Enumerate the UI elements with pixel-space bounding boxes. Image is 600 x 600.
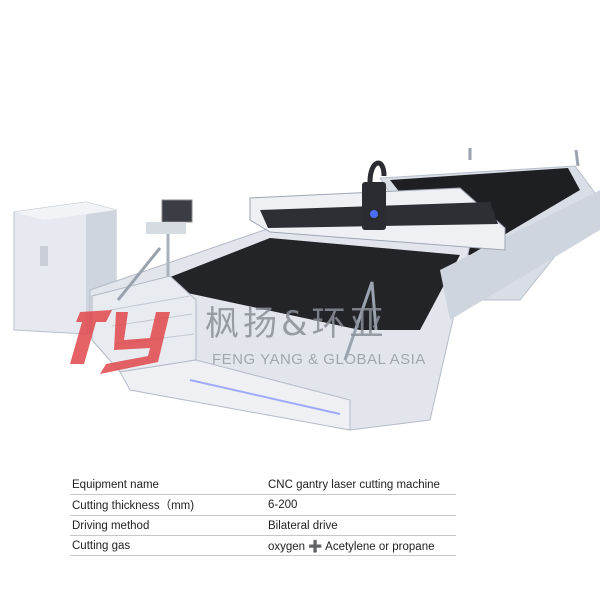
operator-console: [161, 199, 193, 223]
spec-value: oxygen ➕ Acetylene or propane: [266, 535, 456, 556]
spec-row: Driving method Bilateral drive: [70, 515, 456, 536]
spec-row: Equipment name CNC gantry laser cutting …: [70, 475, 456, 495]
spec-label: Cutting gas: [70, 535, 266, 556]
spec-label: Equipment name: [70, 475, 266, 495]
spec-label: Cutting thickness（mm): [70, 494, 266, 516]
spec-label: Driving method: [70, 515, 266, 536]
laser-head: [362, 182, 386, 230]
brand-logo-mark: [70, 310, 112, 364]
watermark-chinese: 枫扬&环亚: [205, 304, 388, 344]
spec-value: 6-200: [266, 494, 456, 516]
watermark-english: FENG YANG & GLOBAL ASIA: [212, 351, 426, 368]
spec-row: Cutting thickness（mm) 6-200: [70, 494, 456, 516]
spec-table: Equipment name CNC gantry laser cutting …: [70, 475, 456, 556]
cutting-bed-near: [150, 238, 460, 330]
machine-photo: [13, 148, 600, 431]
spec-value: Bilateral drive: [266, 515, 456, 536]
spec-value: CNC gantry laser cutting machine: [266, 475, 456, 495]
spec-row: Cutting gas oxygen ➕ Acetylene or propan…: [70, 535, 456, 556]
